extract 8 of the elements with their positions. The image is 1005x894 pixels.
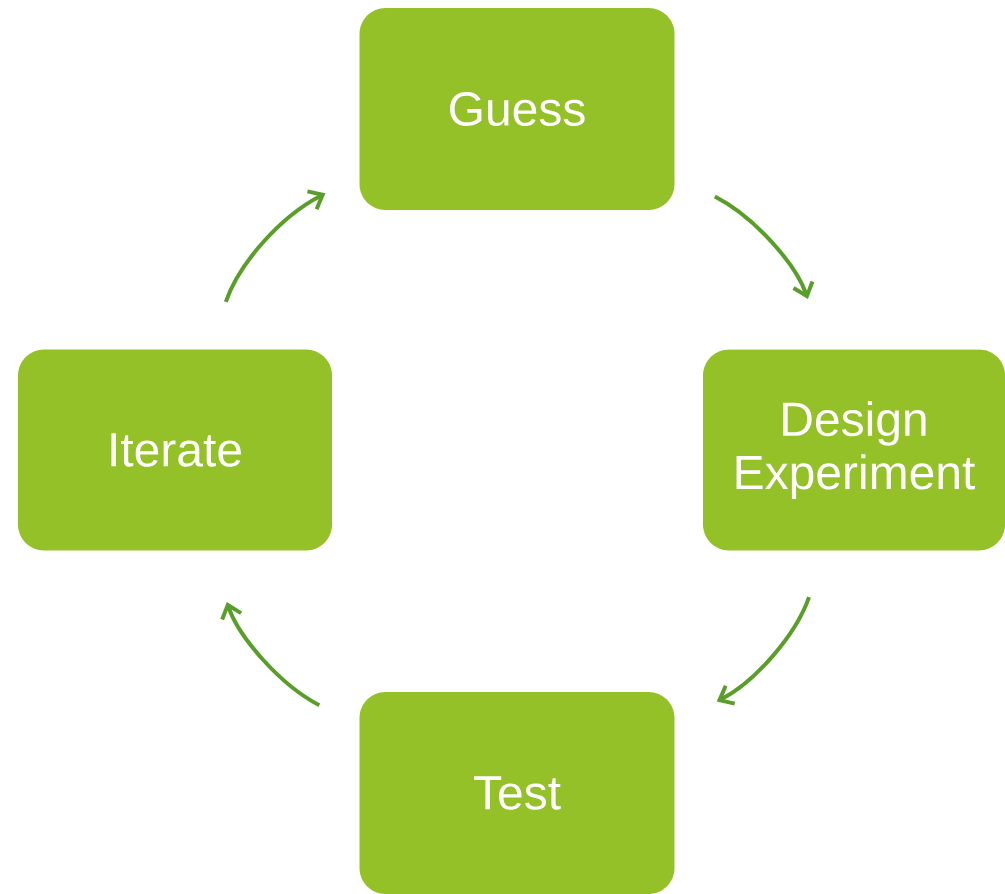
arrow [713,194,815,300]
arrow [220,602,321,707]
process-box: Iterate [18,349,332,551]
arrow [223,189,326,303]
process-box: Guess [359,8,675,210]
process-box: Design Experiment [703,349,1005,551]
process-box: Test [359,692,675,894]
arrow [716,596,811,706]
